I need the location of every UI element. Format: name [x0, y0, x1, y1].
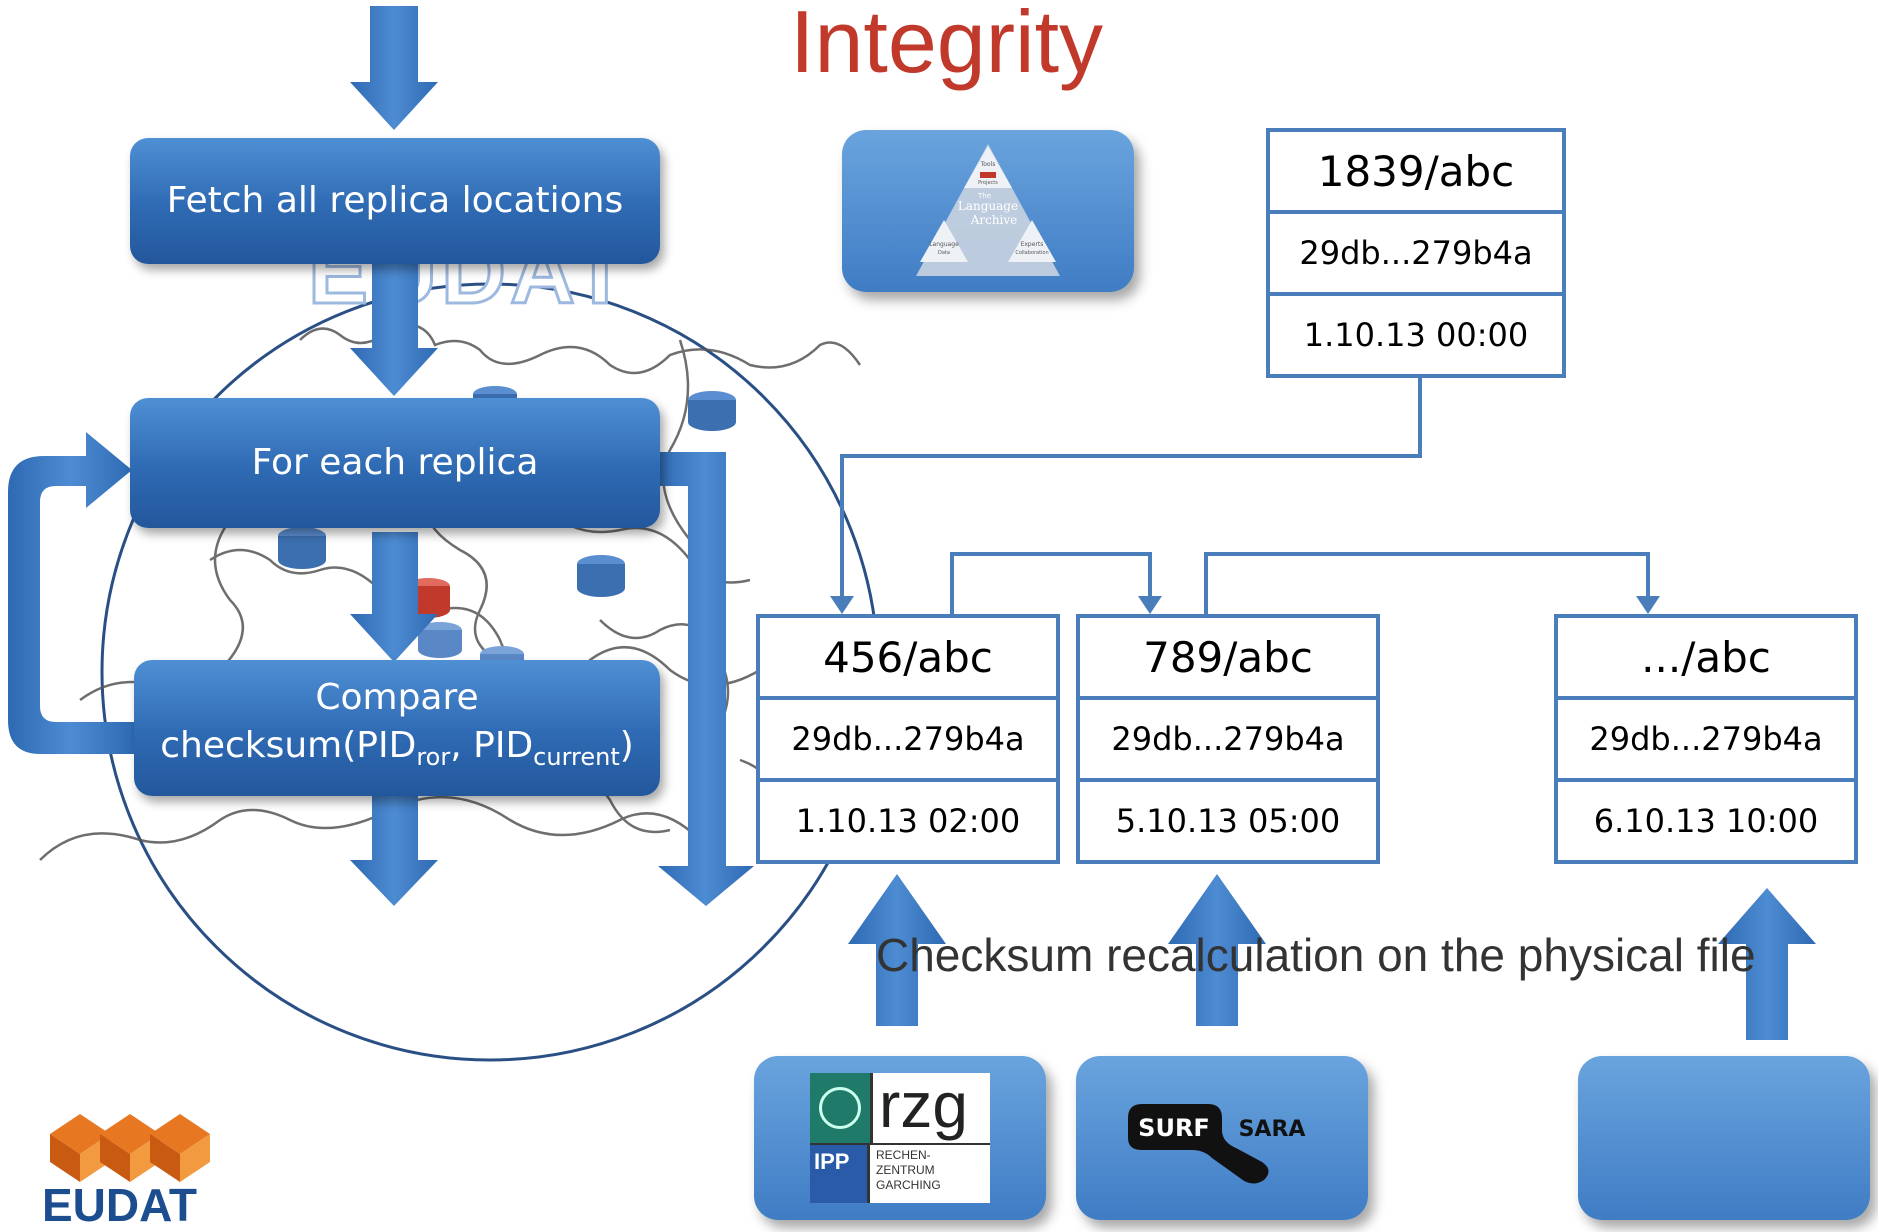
rzg-letters: rzg: [879, 1069, 968, 1141]
arrow-fetch-to-foreach: [350, 262, 438, 396]
compare-line1: Compare: [315, 677, 479, 719]
language-archive-logo: Tools Projects The Language Archive Lang…: [916, 144, 1060, 276]
page-title: Integrity: [790, 0, 1104, 91]
surfsara-logo-box: SURF SARA: [1076, 1056, 1368, 1220]
replica-pid-id: .../abc: [1641, 632, 1771, 682]
fetch-replicas-step: Fetch all replica locations: [130, 138, 660, 264]
language-archive-logo-box: Tools Projects The Language Archive Lang…: [842, 130, 1134, 292]
ipp-mark: IPP: [810, 1145, 870, 1203]
connector-root-to-456: [840, 372, 1422, 600]
svg-text:Archive: Archive: [970, 213, 1018, 227]
db-cylinder: [418, 622, 462, 658]
svg-text:Language: Language: [958, 199, 1018, 213]
db-cylinder: [688, 391, 736, 431]
recalc-arrow-surfsara: [1168, 874, 1266, 1026]
arrow-foreach-to-compare: [350, 532, 438, 662]
sara-text: SARA: [1239, 1117, 1306, 1142]
svg-text:The: The: [977, 192, 991, 200]
surfsara-logo: SURF SARA: [1128, 1104, 1306, 1184]
svg-text:Tools: Tools: [980, 161, 996, 168]
svg-text:Data: Data: [938, 250, 950, 256]
recalc-arrow-third: [1718, 888, 1816, 1040]
arrowhead-etc: [1636, 596, 1660, 614]
replica-pid-id: 456/abc: [823, 632, 993, 682]
foreach-exit-arrow: [656, 452, 754, 906]
fetch-replicas-label: Fetch all replica locations: [166, 180, 624, 221]
svg-text:Projects: Projects: [978, 180, 998, 186]
loop-back-arrow: [8, 432, 134, 754]
recalc-label: Checksum recalculation on the physical f…: [876, 929, 1756, 981]
replica-pid-checksum: 29db...279b4a: [760, 696, 1056, 778]
compare-line2: checksum(PIDror, PIDcurrent): [160, 725, 634, 772]
root-pid-checksum: 29db...279b4a: [1270, 210, 1562, 292]
arrow-into-fetch: [350, 6, 438, 130]
svg-text:Experts: Experts: [1021, 241, 1044, 248]
root-pid-timestamp: 1.10.13 00:00: [1270, 292, 1562, 374]
arrowhead-456: [830, 596, 854, 614]
root-pid-record: 1839/abc 29db...279b4a 1.10.13 00:00: [1266, 128, 1566, 378]
eudat-brand-text: EUDAT: [42, 1179, 198, 1231]
compare-checksum-step: Compare checksum(PIDror, PIDcurrent): [134, 660, 660, 796]
replica-pid-checksum: 29db...279b4a: [1558, 696, 1854, 778]
replica-pid-record-etc: .../abc 29db...279b4a 6.10.13 10:00: [1554, 614, 1858, 864]
replica-pid-timestamp: 1.10.13 02:00: [760, 778, 1056, 860]
db-cylinder: [577, 555, 625, 597]
replica-pid-record-456: 456/abc 29db...279b4a 1.10.13 02:00: [756, 614, 1060, 864]
recalc-arrow-rzg: [848, 874, 946, 1026]
replica-pid-timestamp: 6.10.13 10:00: [1558, 778, 1854, 860]
compare-checksum-label: Compare checksum(PIDror, PIDcurrent): [160, 674, 634, 781]
replica-pid-record-789: 789/abc 29db...279b4a 5.10.13 05:00: [1076, 614, 1380, 864]
replica-pid-id: 789/abc: [1143, 632, 1313, 682]
connector-456-to-789: [950, 552, 1152, 614]
svg-text:Language: Language: [929, 241, 959, 248]
third-datacenter-box: [1578, 1056, 1870, 1220]
eudat-logo-icon: [50, 1114, 210, 1182]
replica-pid-checksum: 29db...279b4a: [1080, 696, 1376, 778]
surf-text: SURF: [1138, 1114, 1210, 1142]
for-each-replica-step: For each replica: [130, 398, 660, 528]
db-cylinder: [278, 527, 326, 569]
svg-text:Collaboration: Collaboration: [1015, 250, 1048, 256]
for-each-replica-label: For each replica: [251, 442, 539, 483]
arrowhead-789: [1138, 596, 1162, 614]
connector-789-to-etc: [1204, 552, 1650, 614]
root-pid-id: 1839/abc: [1317, 146, 1515, 196]
arrow-compare-out: [350, 796, 438, 906]
replica-pid-timestamp: 5.10.13 05:00: [1080, 778, 1376, 860]
mpg-seal-icon: [819, 1087, 861, 1129]
